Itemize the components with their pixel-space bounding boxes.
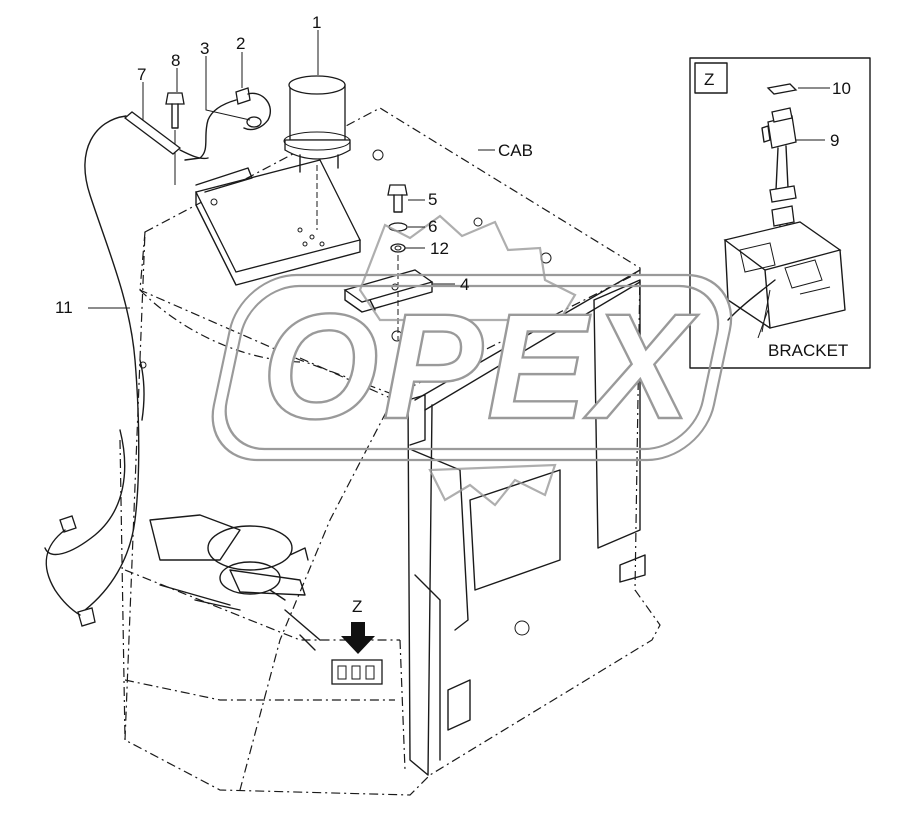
callout-1: 1 [312, 13, 321, 32]
callouts: 1 2 3 8 7 5 6 12 4 11 10 9 CAB BRACKET [55, 13, 851, 360]
washer-6 [388, 222, 408, 232]
callout-8: 8 [171, 51, 180, 70]
callout-10: 10 [832, 79, 851, 98]
cab-outline [119, 107, 661, 796]
antenna-7 [123, 111, 182, 155]
switch-9 [761, 107, 797, 261]
callout-4: 4 [460, 275, 469, 294]
callout-3: 3 [200, 39, 209, 58]
view-z-arrow: Z [341, 597, 375, 654]
cab-label: CAB [498, 141, 533, 160]
lamp-mount-plate [195, 159, 361, 286]
watermark-text: OPEX [262, 282, 699, 450]
terminal-3 [246, 116, 262, 128]
bolt-5 [387, 184, 408, 213]
callout-2: 2 [236, 34, 245, 53]
callout-7: 7 [137, 65, 146, 84]
washer-12 [390, 243, 406, 253]
detail-view-z-label: Z [704, 70, 714, 89]
callout-11: 11 [55, 298, 73, 317]
rotating-beacon [283, 75, 351, 230]
callout-12: 12 [430, 239, 449, 258]
watermark: OPEX [211, 214, 733, 507]
detail-view-z: Z [689, 57, 871, 369]
switch-panel [331, 659, 383, 685]
cab-door [407, 269, 646, 776]
bracket-label: BRACKET [768, 341, 848, 360]
callout-9: 9 [830, 131, 839, 150]
steering-dashboard [149, 514, 321, 651]
connector-2 [235, 87, 251, 105]
wire-harness-11 [44, 92, 271, 627]
leader-lines [88, 30, 830, 339]
bolt-8 [165, 92, 185, 185]
callout-5: 5 [428, 190, 437, 209]
detail-bracket [723, 221, 846, 333]
label-plate-10 [766, 83, 798, 95]
view-z-marker-label: Z [352, 597, 362, 616]
callout-6: 6 [428, 217, 437, 236]
